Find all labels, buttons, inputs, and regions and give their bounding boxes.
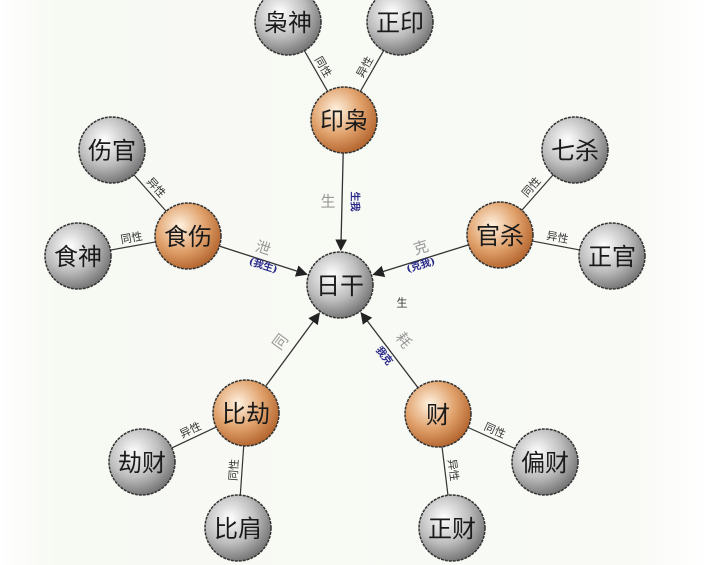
edge-cai-zhengcai [441, 446, 449, 496]
node-yinxiao-label: 印枭 [320, 107, 368, 135]
node-shishang: 食伤 [154, 202, 222, 270]
arrow-yinxiao-to-center [335, 152, 347, 252]
node-shangguan-label: 伤官 [88, 137, 136, 165]
arrow-cai-to-center [360, 311, 419, 389]
edge-label-zhengguan: 异性 [545, 228, 569, 246]
node-qisha-circle [541, 116, 609, 184]
edge-label-bijian: 同性 [226, 458, 241, 481]
edge-yinxiao-xiaoshen [303, 50, 329, 92]
arrow-shishang-to-center [219, 245, 308, 277]
node-bijian-label: 比肩 [214, 515, 262, 543]
node-bijie-label: 比劫 [222, 400, 270, 428]
node-jiecai-label: 劫财 [118, 449, 166, 477]
node-piancai: 偏财 [511, 428, 579, 496]
edge-label-piancai: 同性 [482, 419, 508, 441]
edge-shishang-shangguan [133, 174, 167, 212]
relation-label-yinxiao: 生 [321, 193, 336, 211]
node-jiecai: 劫财 [108, 428, 176, 496]
node-zhengyin: 正印 [366, 0, 434, 56]
node-zhengcai-label: 正财 [428, 515, 476, 543]
edge-cai-piancai [467, 426, 516, 450]
edge-bijie-jiecai [171, 426, 217, 449]
edge-label-zhengyin: 异性 [353, 54, 376, 80]
node-zhengguan-circle [578, 222, 646, 290]
edge-guansha-zhengguan [532, 240, 580, 251]
arrow-bijie-to-center [265, 312, 320, 387]
relation-label-guansha: 克 [411, 237, 431, 259]
edge-label-qisha: 同性 [519, 174, 544, 200]
node-shangguan-circle [78, 116, 146, 184]
node-jiecai-circle [108, 428, 176, 496]
edge-yinxiao-zhengyin [359, 50, 385, 92]
node-qisha: 七杀 [541, 116, 609, 184]
edge-label-zhengcai: 异性 [445, 458, 462, 482]
center-side-label: 生 [397, 296, 408, 310]
node-zhengguan: 正官 [578, 222, 646, 290]
node-zhengyin-label: 正印 [376, 9, 424, 37]
node-xiaoshen: 枭神 [254, 0, 322, 56]
edge-label-shangguan: 异性 [144, 174, 169, 200]
node-piancai-circle [511, 428, 579, 496]
node-qisha-label: 七杀 [551, 137, 599, 165]
node-shishen: 食神 [44, 222, 112, 290]
node-bijie-circle [212, 379, 280, 447]
edge-label-shishen: 同性 [119, 229, 143, 247]
edge-bijie-bijian [239, 445, 245, 496]
edge-shishang-shishen [110, 241, 156, 251]
edge-label-xiaoshen: 同性 [312, 54, 335, 80]
relation-label-bijie: 同 [269, 330, 292, 353]
node-bijian: 比肩 [204, 494, 272, 562]
node-yinxiao: 印枭 [310, 86, 378, 154]
relation-label-shishang: 泄 [253, 237, 273, 259]
node-xiaoshen-circle [254, 0, 322, 56]
relation-sub-label-guansha: (克我) [405, 254, 437, 275]
relation-sub-label-cai: 我克 [373, 344, 395, 368]
node-yinxiao-circle [310, 86, 378, 154]
node-zhengcai-circle [418, 494, 486, 562]
node-cai-circle [404, 380, 472, 448]
edge-label-jiecai: 异性 [177, 419, 203, 441]
node-shangguan: 伤官 [78, 116, 146, 184]
node-cai: 财 [404, 380, 472, 448]
node-zhengguan-label: 正官 [588, 243, 636, 271]
node-bijian-circle [204, 494, 272, 562]
node-cai-label: 财 [426, 401, 450, 429]
relation-sub-label-yinxiao: 生我 [349, 192, 362, 212]
node-center-rigan-label: 日干 [316, 272, 364, 300]
arrow-guansha-to-center [372, 244, 469, 278]
edge-guansha-qisha [521, 174, 554, 211]
node-zhengyin-circle [366, 0, 434, 56]
node-bijie: 比劫 [212, 379, 280, 447]
node-guansha-label: 官杀 [476, 222, 524, 250]
node-xiaoshen-label: 枭神 [264, 9, 312, 37]
node-guansha-circle [466, 201, 534, 269]
node-shishang-circle [154, 202, 222, 270]
node-zhengcai: 正财 [418, 494, 486, 562]
node-piancai-label: 偏财 [521, 449, 569, 477]
node-center-rigan-circle [306, 251, 374, 319]
node-center-rigan: 日干 [306, 251, 374, 319]
relation-label-cai: 耗 [392, 329, 415, 352]
node-shishang-label: 食伤 [164, 223, 212, 251]
node-shishen-circle [44, 222, 112, 290]
node-shishen-label: 食神 [54, 243, 102, 271]
node-guansha: 官杀 [466, 201, 534, 269]
